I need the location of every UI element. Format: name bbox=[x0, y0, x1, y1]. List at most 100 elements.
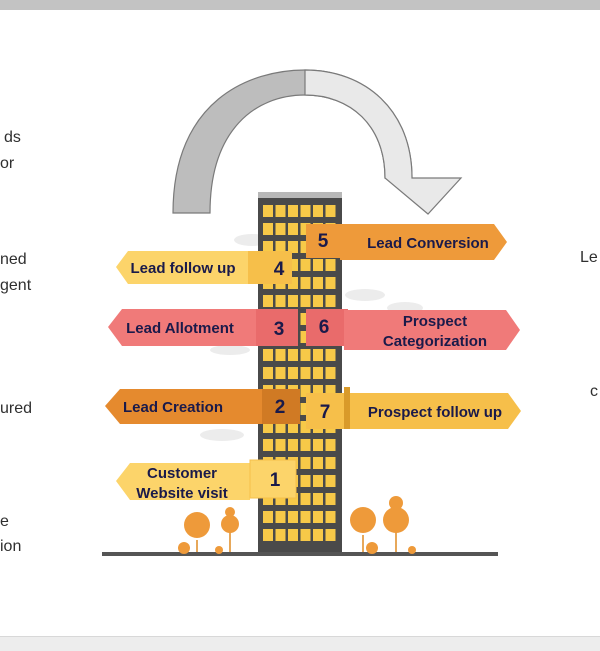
tower-window bbox=[288, 349, 298, 361]
step-7-label: Prospect follow up bbox=[368, 404, 502, 421]
tower-window bbox=[313, 367, 323, 379]
step-2-label: Lead Creation bbox=[123, 399, 223, 416]
tower-window bbox=[313, 457, 323, 469]
step-2-number: 2 bbox=[275, 397, 286, 418]
tower-window bbox=[325, 259, 336, 271]
tower-window bbox=[263, 421, 273, 433]
tower-window bbox=[263, 511, 273, 523]
tower-window bbox=[288, 223, 298, 235]
tower-window bbox=[300, 259, 311, 271]
left-fragment-3: ned bbox=[0, 251, 27, 268]
tower-window bbox=[325, 205, 336, 217]
step-5-number: 5 bbox=[318, 231, 329, 252]
step-4-label: Lead follow up bbox=[131, 260, 236, 277]
tower-window bbox=[288, 277, 298, 289]
tower-window bbox=[325, 277, 336, 289]
tower-window bbox=[325, 367, 336, 379]
tower-window bbox=[288, 367, 298, 379]
tower-window bbox=[288, 421, 298, 433]
top-bar bbox=[0, 0, 600, 10]
tower-window bbox=[313, 439, 323, 451]
tower-window bbox=[300, 457, 311, 469]
tower-window bbox=[313, 493, 323, 505]
tower-window bbox=[263, 349, 273, 361]
tower-window bbox=[300, 313, 311, 325]
tower-window bbox=[275, 241, 286, 253]
tower-window bbox=[300, 493, 311, 505]
tower-window bbox=[275, 511, 286, 523]
tower-window bbox=[300, 439, 311, 451]
left-fragment-6: e bbox=[0, 513, 9, 530]
tower-window bbox=[313, 259, 323, 271]
tower-window bbox=[300, 475, 311, 487]
tower-window bbox=[313, 295, 323, 307]
step-2-lead-creation: Lead Creation 2 bbox=[105, 389, 300, 424]
step-3-lead-allotment: Lead Allotment 3 bbox=[108, 309, 298, 346]
step-1-label-line1: Customer bbox=[147, 465, 217, 482]
step-5-lead-conversion: 5 Lead Conversion bbox=[306, 224, 507, 260]
tower-window bbox=[313, 349, 323, 361]
bottom-bar bbox=[0, 636, 600, 651]
tower-window bbox=[263, 529, 273, 541]
tower-window bbox=[275, 421, 286, 433]
ground-line bbox=[102, 552, 498, 556]
tower-window bbox=[275, 349, 286, 361]
tower-window bbox=[275, 367, 286, 379]
tower-window bbox=[263, 493, 273, 505]
left-fragment-4: gent bbox=[0, 277, 32, 294]
tower-window bbox=[313, 529, 323, 541]
tower-window bbox=[263, 241, 273, 253]
right-fragment-2: c bbox=[590, 383, 598, 400]
tower-window bbox=[300, 403, 311, 415]
step-1-customer-website-visit: Customer Website visit 1 bbox=[116, 459, 297, 502]
tower-window bbox=[313, 511, 323, 523]
tower-window bbox=[288, 493, 298, 505]
tower-window bbox=[325, 295, 336, 307]
tower-window bbox=[263, 367, 273, 379]
step-5-label: Lead Conversion bbox=[367, 235, 489, 252]
left-fragment-2: or bbox=[0, 155, 15, 172]
tower-window bbox=[325, 385, 336, 397]
tower-window bbox=[263, 295, 273, 307]
tower-window bbox=[300, 367, 311, 379]
tower-window bbox=[288, 259, 298, 271]
tower-window bbox=[275, 295, 286, 307]
tower-window bbox=[275, 439, 286, 451]
tower-window bbox=[263, 439, 273, 451]
step-3-number: 3 bbox=[274, 319, 285, 340]
tower-window bbox=[275, 529, 286, 541]
tower-window bbox=[313, 205, 323, 217]
tower-window bbox=[300, 421, 311, 433]
step-6-label-line2: Categorization bbox=[383, 333, 487, 350]
tower-window bbox=[325, 349, 336, 361]
tower-window bbox=[288, 529, 298, 541]
tower-window bbox=[325, 511, 336, 523]
tower-window bbox=[288, 439, 298, 451]
tower-window bbox=[275, 493, 286, 505]
tower-window bbox=[300, 241, 311, 253]
step-4-lead-follow-up: Lead follow up 4 bbox=[116, 251, 292, 284]
trees bbox=[178, 496, 416, 554]
tower-window bbox=[288, 205, 298, 217]
tower-window bbox=[300, 349, 311, 361]
tower-window bbox=[275, 205, 286, 217]
step-7-number: 7 bbox=[320, 402, 331, 423]
left-fragment-5: ured bbox=[0, 400, 33, 417]
tower-window bbox=[300, 223, 311, 235]
tower-window bbox=[300, 331, 311, 343]
step-6-label-line1: Prospect bbox=[403, 313, 467, 330]
tower-window bbox=[288, 511, 298, 523]
curved-arrow bbox=[172, 69, 463, 215]
tower-window bbox=[300, 295, 311, 307]
left-fragment-1: ds bbox=[4, 129, 21, 146]
tower-window bbox=[313, 475, 323, 487]
tower-window bbox=[325, 475, 336, 487]
tower-window bbox=[300, 277, 311, 289]
tower-window bbox=[263, 223, 273, 235]
right-fragment-1: Le bbox=[580, 249, 598, 266]
tower-window bbox=[325, 493, 336, 505]
tower-window bbox=[288, 295, 298, 307]
tower-window bbox=[275, 223, 286, 235]
left-fragment-7: ion bbox=[0, 538, 22, 555]
